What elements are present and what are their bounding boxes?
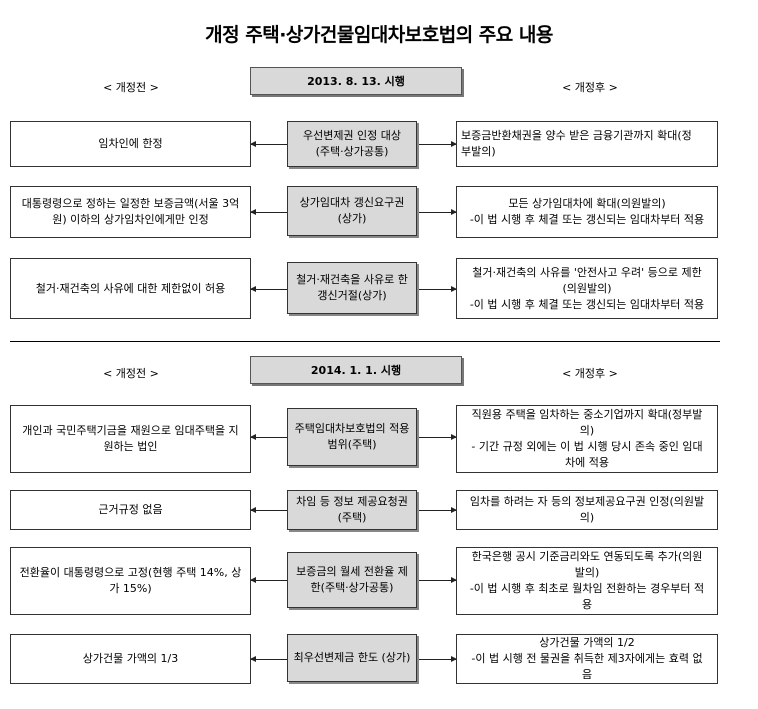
s2-row3-topic-box: 보증금의 월세 전환율 제 한(주택·상가공통) xyxy=(287,552,417,608)
s2-row3-topic-line: 보증금의 월세 전환율 제 xyxy=(296,565,408,578)
s1-row3-before-line: 철거·재건축의 사유에 대한 제한없이 허용 xyxy=(35,281,226,295)
section-header-2013: 2013. 8. 13. 시행 xyxy=(250,67,462,95)
s2-row3-before-box: 전환율이 대통령령으로 고정(현행 주택 14%, 상 가 15%) xyxy=(10,547,251,615)
s2-row1-after-box: 직원용 주택을 임차하는 중소기업까지 확대(정부발 의) - 기간 규정 외에… xyxy=(456,405,718,473)
s2-row3-after-box: 한국은행 공시 기준금리와도 연동되도록 추가(의원 발의) -이 법 시행 후… xyxy=(456,547,718,615)
s2-row3-before-line: 전환율이 대통령령으로 고정(현행 주택 14%, 상 xyxy=(19,566,242,579)
after-label-2: < 개정후 > xyxy=(562,367,618,380)
s2-row1-after-line: 의) xyxy=(579,424,595,437)
s1-row3-after-line: 철거·재건축의 사유를 '안전사고 우려' 등으로 제한 xyxy=(472,265,702,279)
section-divider xyxy=(10,341,720,342)
s1-row1-before-line: 임차인에 한정 xyxy=(98,137,163,150)
s2-row2-right-arrow xyxy=(419,507,457,513)
s2-row4-after-box: 상가건물 가액의 1/2 -이 법 시행 전 물권을 취득한 제3자에게는 효력… xyxy=(456,634,718,684)
s2-row2-after-box: 임차를 하려는 자 등의 정보제공요구권 인정(의원발 의) xyxy=(456,490,718,530)
s2-row1-topic-box: 주택임대차보호법의 적용 범위(주택) xyxy=(287,408,417,466)
s2-row1-left-arrow xyxy=(250,434,287,440)
s2-row4-left-arrow xyxy=(250,656,287,662)
s1-row1-after-line: 부발의) xyxy=(461,145,496,158)
s2-row2-left-arrow xyxy=(250,507,287,513)
s1-row2-topic-line: 상가임대차 갱신요구권 xyxy=(299,196,405,209)
s1-row2-after-box: 모든 상가임대차에 확대(의원발의) -이 법 시행 후 체결 또는 갱신되는 … xyxy=(456,186,718,238)
s1-row2-before-box: 대통령령으로 정하는 일정한 보증금액(서울 3억 원) 이하의 상가임차인에게… xyxy=(10,186,251,238)
s1-row1-topic-line: 우선변제권 인정 대상 xyxy=(302,129,402,142)
section-header-2014: 2014. 1. 1. 시행 xyxy=(250,356,462,384)
s1-row1-right-arrow xyxy=(419,141,457,147)
s2-row2-before-line: 근거규정 없음 xyxy=(98,503,163,516)
s1-row1-after-line: 보증금반환채권을 양수 받은 금융기관까지 확대(정 xyxy=(461,129,692,142)
s2-row1-before-line: 개인과 국민주택기금을 재원으로 임대주택을 지 xyxy=(22,424,239,437)
s1-row3-after-line: -이 법 시행 후 체결 또는 갱신되는 임대차부터 적용 xyxy=(469,297,705,311)
s2-row3-left-arrow xyxy=(250,577,287,583)
s2-row1-before-line: 원하는 법인 xyxy=(103,440,158,453)
s2-row1-after-line: - 기간 규정 외에는 이 법 시행 당시 존속 중인 임대 xyxy=(471,440,703,453)
s1-row2-before-line: 원) 이하의 상가임차인에게만 인정 xyxy=(52,213,209,226)
s2-row4-before-line: 상가건물 가액의 1/3 xyxy=(82,652,179,665)
s2-row4-after-line: 상가건물 가액의 1/2 xyxy=(539,636,635,649)
s1-row3-topic-box: 철거·재건축을 사유로 한 갱신거절(상가) xyxy=(287,262,417,314)
s2-row4-before-box: 상가건물 가액의 1/3 xyxy=(10,634,251,684)
s2-row2-after-line: 의) xyxy=(579,511,595,524)
s1-row3-right-arrow xyxy=(419,286,457,292)
s2-row2-topic-box: 차임 등 정보 제공요청권 (주택) xyxy=(287,490,417,530)
s1-row3-after-line: (의원발의) xyxy=(562,281,612,295)
s1-row3-topic-line: 갱신거절(상가) xyxy=(317,289,387,302)
s2-row4-topic-box: 최우선변제금 한도 (상가) xyxy=(287,634,417,682)
s1-row2-left-arrow xyxy=(250,209,287,215)
s2-row1-after-line: 차에 적용 xyxy=(565,456,609,469)
s2-row1-after-line: 직원용 주택을 임차하는 중소기업까지 확대(정부발 xyxy=(471,408,703,421)
s2-row4-topic-line: 최우선변제금 한도 (상가) xyxy=(293,651,411,664)
s2-row2-after-line: 임차를 하려는 자 등의 정보제공요구권 인정(의원발 xyxy=(469,495,705,508)
s2-row3-after-line: 발의) xyxy=(574,566,600,579)
before-label-2: < 개정전 > xyxy=(103,367,159,380)
s2-row1-before-box: 개인과 국민주택기금을 재원으로 임대주택을 지 원하는 법인 xyxy=(10,405,251,473)
s1-row2-before-line: 대통령령으로 정하는 일정한 보증금액(서울 3억 xyxy=(21,197,240,210)
s2-row3-after-line: 한국은행 공시 기준금리와도 연동되도록 추가(의원 xyxy=(471,550,703,563)
s1-row2-after-line: -이 법 시행 후 체결 또는 갱신되는 임대차부터 적용 xyxy=(469,213,705,226)
before-label-1: < 개정전 > xyxy=(103,81,159,94)
s1-row1-left-arrow xyxy=(250,141,287,147)
s1-row3-after-box: 철거·재건축의 사유를 '안전사고 우려' 등으로 제한 (의원발의) -이 법… xyxy=(456,258,718,319)
s1-row2-topic-box: 상가임대차 갱신요구권 (상가) xyxy=(287,186,417,236)
s1-row2-after-line: 모든 상가임대차에 확대(의원발의) xyxy=(508,197,666,210)
s2-row1-right-arrow xyxy=(419,434,457,440)
s2-row4-after-line: 음 xyxy=(581,668,593,681)
s2-row3-after-line: -이 법 시행 후 최초로 월차임 전환하는 경우부터 적 xyxy=(469,582,705,595)
s1-row2-topic-line: (상가) xyxy=(337,212,367,225)
page-title: 개정 주택·상가건물임대차보호법의 주요 내용 xyxy=(205,24,553,46)
s1-row1-after-box: 보증금반환채권을 양수 받은 금융기관까지 확대(정 부발의) xyxy=(456,121,718,167)
s2-row2-before-box: 근거규정 없음 xyxy=(10,490,251,530)
s1-row3-before-box: 철거·재건축의 사유에 대한 제한없이 허용 xyxy=(10,258,251,319)
s2-row2-topic-line: (주택) xyxy=(337,511,367,524)
s2-row4-after-line: -이 법 시행 전 물권을 취득한 제3자에게는 효력 없 xyxy=(471,652,703,665)
s2-row3-after-line: 용 xyxy=(581,598,593,611)
s1-row1-topic-box: 우선변제권 인정 대상 (주택·상가공통) xyxy=(287,121,417,167)
s2-row4-right-arrow xyxy=(419,656,457,662)
s1-row1-before-box: 임차인에 한정 xyxy=(10,121,251,167)
s1-row2-right-arrow xyxy=(419,209,457,215)
s1-row3-left-arrow xyxy=(250,286,287,292)
s2-row2-topic-line: 차임 등 정보 제공요청권 xyxy=(296,495,408,508)
s2-row3-before-line: 가 15%) xyxy=(109,582,152,595)
s2-row3-right-arrow xyxy=(419,577,457,583)
after-label-1: < 개정후 > xyxy=(562,81,618,94)
s2-row1-topic-line: 주택임대차보호법의 적용 xyxy=(294,422,410,435)
s1-row1-topic-line: (주택·상가공통) xyxy=(315,145,389,158)
s1-row3-topic-line: 철거·재건축을 사유로 한 xyxy=(296,273,408,286)
s2-row3-topic-line: 한(주택·상가공통) xyxy=(310,581,394,594)
s2-row1-topic-line: 범위(주택) xyxy=(327,438,377,451)
